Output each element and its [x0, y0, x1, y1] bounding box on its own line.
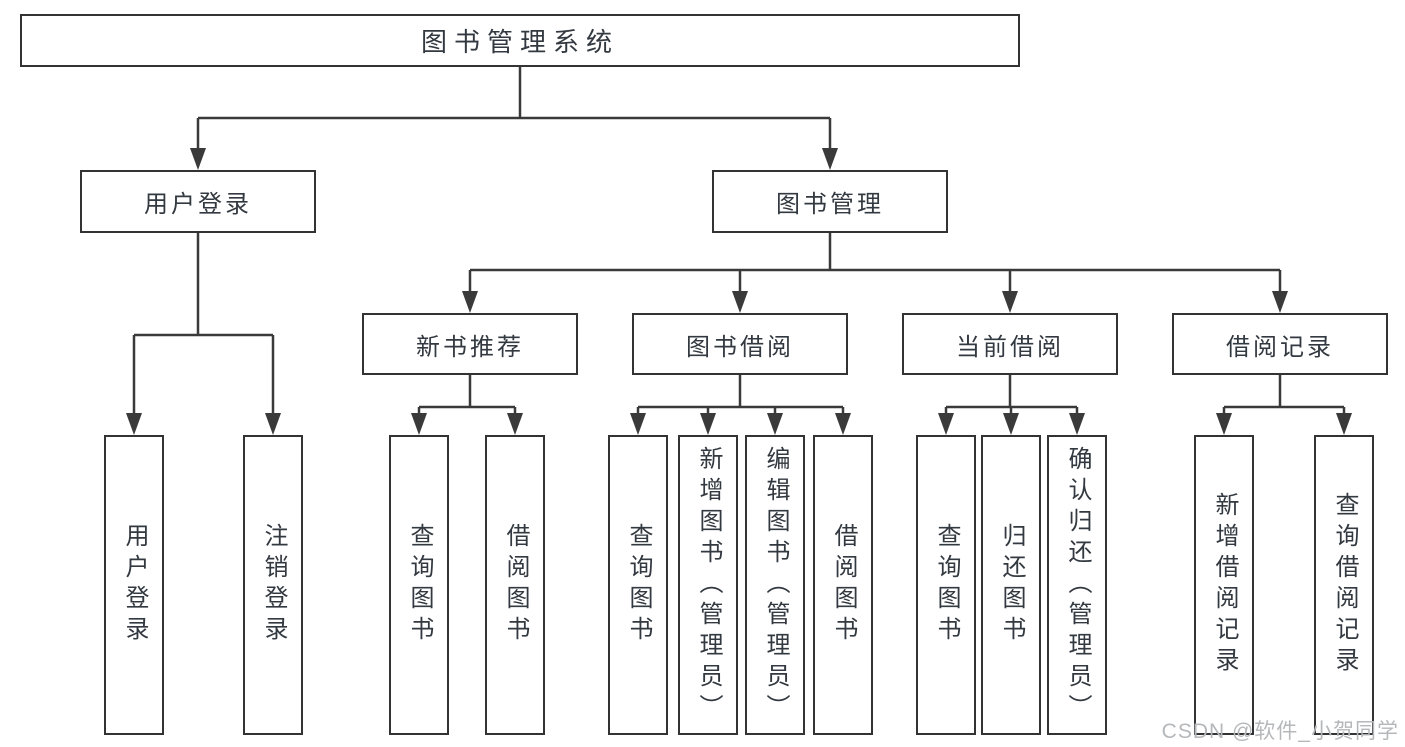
leaf-label: 查询借阅记录: [1331, 492, 1358, 678]
leaf-query-books-current: 查询图书: [916, 435, 976, 735]
node-label: 当前借阅: [956, 333, 1064, 361]
node-current-borrowing: 当前借阅: [902, 313, 1118, 375]
leaf-label: 查询图书: [933, 523, 960, 647]
node-root-label: 图书管理系统: [420, 27, 619, 57]
leaf-return-books: 归还图书: [981, 435, 1041, 735]
leaf-query-books-borrow: 查询图书: [608, 435, 668, 735]
leaf-label: 查询图书: [406, 523, 433, 647]
node-label: 图书管理: [776, 191, 884, 218]
leaf-edit-book-admin: 编辑图书（管理员）: [745, 435, 805, 735]
leaf-confirm-return-admin: 确认归还（管理员）: [1047, 435, 1107, 735]
leaf-label: 借阅图书: [830, 523, 857, 647]
leaf-label: 确认归还（管理员）: [1064, 445, 1091, 725]
leaf-query-borrow-record: 查询借阅记录: [1314, 435, 1374, 735]
node-book-management: 图书管理: [712, 170, 948, 233]
leaf-label: 新增借阅记录: [1211, 492, 1238, 678]
node-label: 图书借阅: [686, 333, 794, 361]
node-label: 用户登录: [144, 191, 252, 218]
node-label: 借阅记录: [1226, 333, 1334, 361]
csdn-watermark: CSDN @软件_小贺同学: [1161, 720, 1399, 743]
node-borrowing-records: 借阅记录: [1172, 313, 1388, 375]
leaf-label: 注销登录: [260, 523, 287, 647]
leaf-logout: 注销登录: [243, 435, 303, 735]
leaf-add-borrow-record: 新增借阅记录: [1194, 435, 1254, 735]
leaf-user-login: 用户登录: [104, 435, 164, 735]
leaf-borrow-books-recommend: 借阅图书: [485, 435, 545, 735]
node-user-login: 用户登录: [80, 170, 316, 233]
node-book-borrowing: 图书借阅: [632, 313, 848, 375]
node-new-book-recommendation: 新书推荐: [362, 313, 578, 375]
leaf-borrow-books: 借阅图书: [813, 435, 873, 735]
leaf-label: 借阅图书: [502, 523, 529, 647]
leaf-label: 编辑图书（管理员）: [762, 445, 789, 725]
node-root-system: 图书管理系统: [20, 14, 1020, 67]
leaf-label: 查询图书: [625, 523, 652, 647]
leaf-label: 用户登录: [121, 523, 148, 647]
leaf-add-book-admin: 新增图书（管理员）: [678, 435, 738, 735]
leaf-label: 归还图书: [998, 523, 1025, 647]
node-label: 新书推荐: [416, 333, 524, 361]
leaf-query-books-recommend: 查询图书: [389, 435, 449, 735]
leaf-label: 新增图书（管理员）: [695, 445, 722, 725]
